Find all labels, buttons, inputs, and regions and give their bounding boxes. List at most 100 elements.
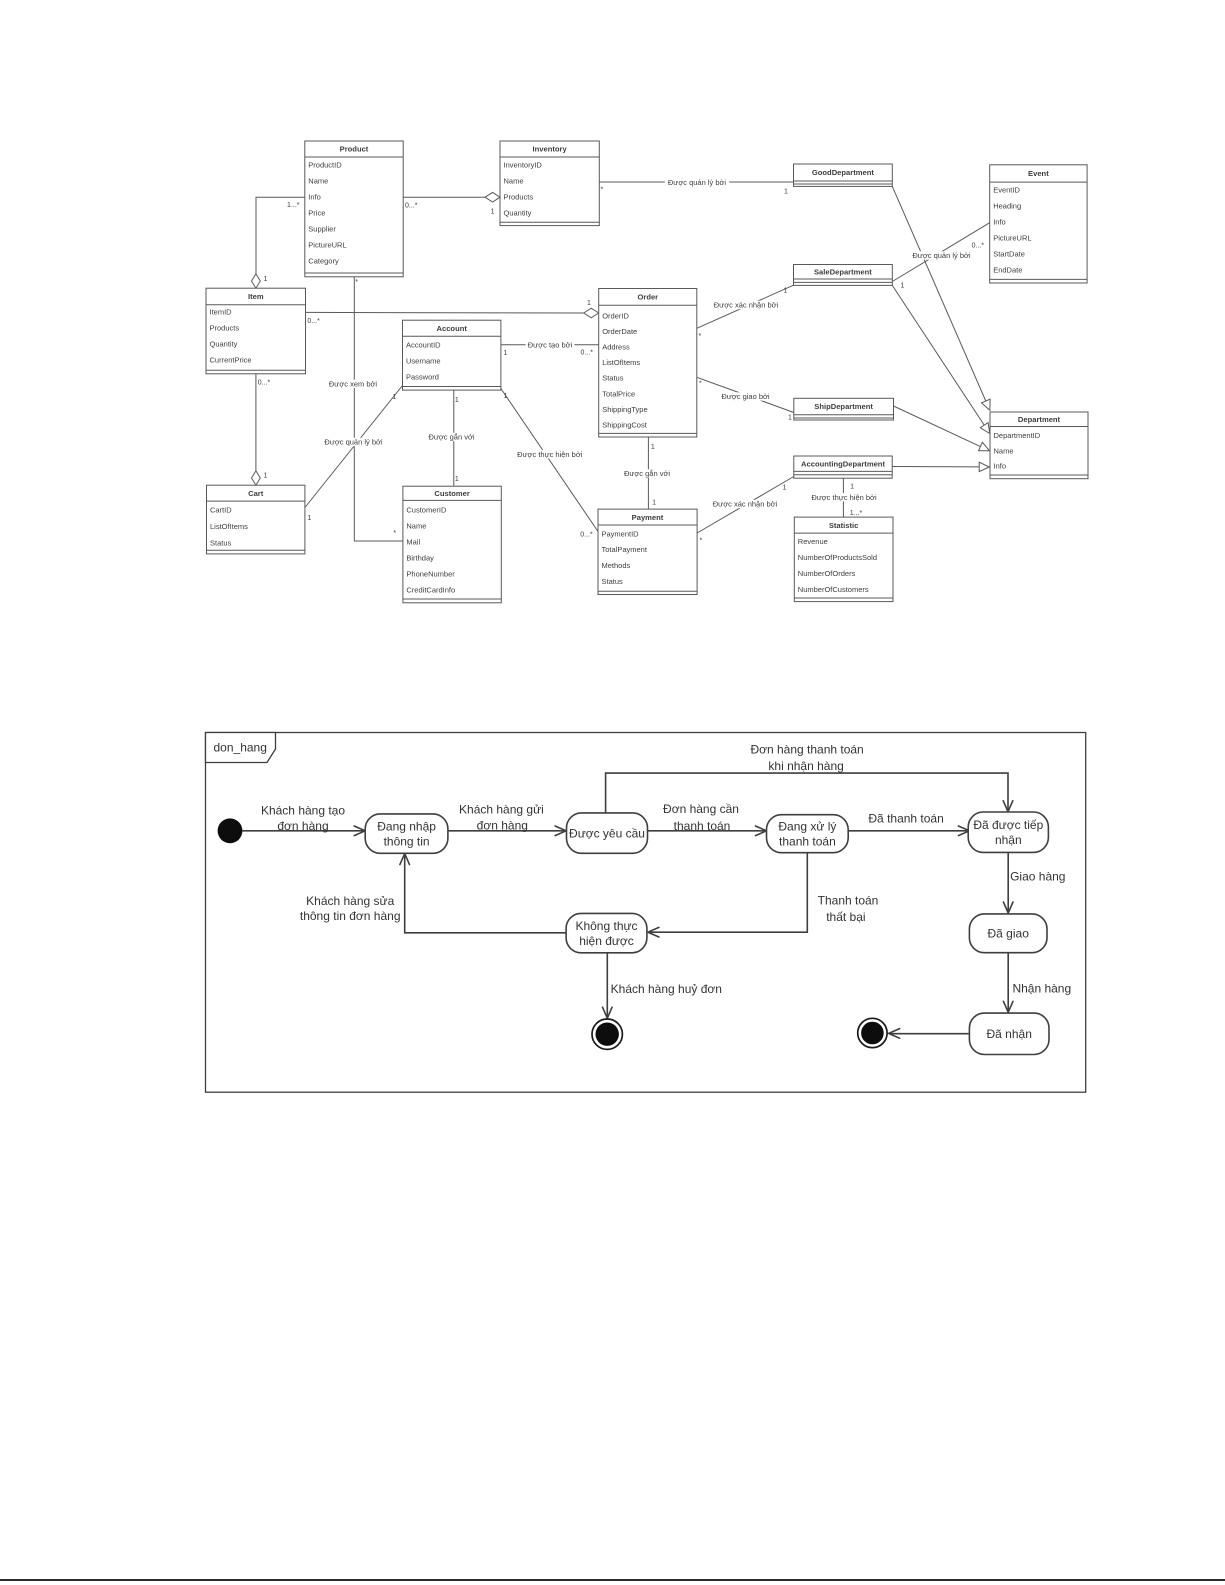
svg-text:PictureURL: PictureURL	[993, 234, 1031, 243]
svg-text:Payment: Payment	[632, 513, 664, 522]
svg-text:Status: Status	[602, 374, 624, 383]
svg-text:Item: Item	[248, 292, 264, 301]
svg-text:Được giao bởi: Được giao bởi	[721, 392, 770, 401]
svg-text:Được xem bởi: Được xem bởi	[329, 380, 378, 389]
svg-text:PictureURL: PictureURL	[308, 241, 346, 250]
svg-text:CurrentPrice: CurrentPrice	[210, 356, 252, 365]
svg-text:khi nhận hàng: khi nhận hàng	[768, 759, 843, 773]
svg-text:EndDate: EndDate	[993, 266, 1022, 275]
svg-text:1: 1	[503, 350, 507, 357]
svg-text:Heading: Heading	[993, 202, 1021, 211]
svg-text:đơn hàng: đơn hàng	[277, 819, 328, 833]
svg-text:Khách hàng huỷ đơn: Khách hàng huỷ đơn	[611, 982, 722, 996]
svg-text:Name: Name	[994, 446, 1014, 455]
svg-text:Được quản lý bởi: Được quản lý bởi	[324, 438, 383, 447]
svg-text:Address: Address	[602, 343, 630, 352]
svg-text:1: 1	[788, 415, 792, 422]
svg-text:Customer: Customer	[434, 489, 469, 498]
svg-text:Status: Status	[602, 577, 624, 586]
svg-text:Đã giao: Đã giao	[988, 927, 1030, 941]
svg-text:Giao hàng: Giao hàng	[1010, 869, 1065, 883]
svg-text:Department: Department	[1018, 415, 1061, 424]
svg-text:Info: Info	[993, 218, 1006, 227]
svg-text:1: 1	[264, 276, 268, 283]
svg-text:Được gắn với: Được gắn với	[428, 433, 474, 442]
svg-text:CustomerID: CustomerID	[406, 506, 447, 515]
svg-text:1: 1	[392, 394, 396, 401]
svg-text:Name: Name	[406, 522, 426, 531]
svg-text:Event: Event	[1028, 169, 1049, 178]
svg-text:Product: Product	[340, 145, 369, 154]
svg-text:1: 1	[783, 287, 787, 294]
svg-text:Products: Products	[210, 324, 240, 333]
svg-text:NumberOfOrders: NumberOfOrders	[798, 569, 856, 578]
svg-text:Username: Username	[406, 357, 441, 366]
svg-text:thanh toán: thanh toán	[779, 835, 836, 849]
svg-text:1: 1	[783, 485, 787, 492]
svg-text:OrderID: OrderID	[602, 312, 629, 321]
svg-text:0...*: 0...*	[405, 203, 418, 210]
svg-text:Revenue: Revenue	[798, 537, 828, 546]
svg-text:SaleDepartment: SaleDepartment	[814, 268, 872, 277]
svg-text:*: *	[355, 279, 358, 286]
svg-text:1...*: 1...*	[287, 202, 300, 209]
svg-text:GoodDepartment: GoodDepartment	[812, 168, 874, 177]
svg-text:0...*: 0...*	[258, 380, 271, 387]
svg-text:đơn hàng: đơn hàng	[477, 819, 528, 833]
svg-text:*: *	[699, 381, 702, 388]
svg-text:Mail: Mail	[406, 538, 420, 547]
svg-text:Info: Info	[308, 193, 321, 202]
svg-text:TotalPrice: TotalPrice	[602, 389, 635, 398]
svg-text:1: 1	[491, 209, 495, 216]
svg-text:thông tin: thông tin	[384, 834, 430, 848]
svg-text:0...*: 0...*	[307, 318, 320, 325]
svg-text:Order: Order	[637, 293, 658, 302]
svg-text:CartID: CartID	[210, 506, 232, 515]
svg-text:nhận: nhận	[995, 833, 1022, 847]
svg-text:Được thực hiện bởi: Được thực hiện bởi	[811, 493, 877, 502]
svg-text:Quantity: Quantity	[210, 340, 238, 349]
svg-text:Được quản lý bởi: Được quản lý bởi	[668, 178, 727, 187]
svg-text:1: 1	[651, 444, 655, 451]
svg-text:Được gắn với: Được gắn với	[624, 469, 670, 478]
svg-text:ItemID: ItemID	[210, 308, 233, 317]
svg-text:0...*: 0...*	[580, 349, 593, 356]
svg-text:CreditCardInfo: CreditCardInfo	[406, 586, 455, 595]
svg-text:don_hang: don_hang	[214, 741, 267, 755]
svg-text:Quantity: Quantity	[504, 209, 532, 218]
svg-text:Products: Products	[504, 193, 534, 202]
svg-text:Password: Password	[406, 373, 439, 382]
svg-text:ProductID: ProductID	[308, 160, 342, 169]
svg-text:Birthday: Birthday	[406, 554, 434, 563]
svg-text:1: 1	[264, 473, 268, 480]
svg-text:ListOfItems: ListOfItems	[602, 358, 640, 367]
svg-text:Đang xử lý: Đang xử lý	[778, 820, 836, 834]
svg-text:PaymentID: PaymentID	[602, 529, 640, 538]
svg-text:1: 1	[307, 515, 311, 522]
svg-text:Name: Name	[504, 176, 524, 185]
svg-text:Đơn hàng cần: Đơn hàng cần	[663, 802, 739, 816]
svg-text:ShippingCost: ShippingCost	[602, 420, 648, 429]
svg-text:InventoryID: InventoryID	[504, 160, 543, 169]
svg-text:1: 1	[455, 397, 459, 404]
svg-text:PhoneNumber: PhoneNumber	[406, 570, 455, 579]
svg-text:NumberOfProductsSold: NumberOfProductsSold	[798, 553, 877, 562]
svg-text:thanh toán: thanh toán	[674, 819, 731, 833]
svg-text:Supplier: Supplier	[308, 225, 336, 234]
svg-text:Đơn hàng thanh toán: Đơn hàng thanh toán	[750, 743, 863, 757]
svg-text:1: 1	[504, 393, 508, 400]
svg-text:Price: Price	[308, 209, 325, 218]
svg-text:Đã được tiếp: Đã được tiếp	[973, 818, 1043, 832]
svg-text:Account: Account	[437, 324, 468, 333]
svg-text:*: *	[700, 538, 703, 545]
svg-text:Được xác nhận bởi: Được xác nhận bởi	[714, 301, 779, 310]
svg-text:NumberOfCustomers: NumberOfCustomers	[798, 585, 869, 594]
svg-text:Được tạo bởi: Được tạo bởi	[528, 341, 573, 350]
svg-text:EventID: EventID	[993, 186, 1020, 195]
svg-text:StartDate: StartDate	[993, 250, 1025, 259]
svg-text:Khách hàng sửa: Khách hàng sửa	[306, 894, 394, 908]
svg-text:Methods: Methods	[602, 561, 631, 570]
svg-text:Info: Info	[994, 462, 1007, 471]
svg-text:Khách hàng gửi: Khách hàng gửi	[459, 803, 544, 817]
svg-text:1...*: 1...*	[850, 510, 863, 517]
